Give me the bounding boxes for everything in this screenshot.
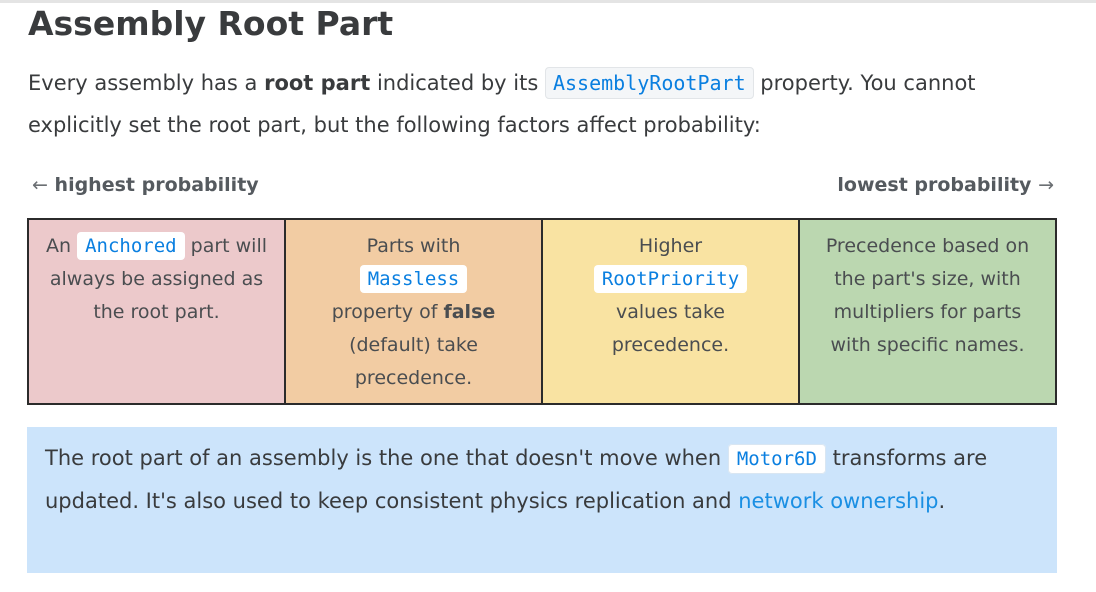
note-text-start: The root part of an assembly is the one …	[45, 446, 728, 470]
note-text-end: .	[938, 489, 946, 513]
card-root-priority-post: values take precedence.	[611, 301, 730, 356]
card-root-priority: Higher RootPriority values take preceden…	[543, 220, 800, 403]
intro-text-end: property. You cannot explicitly set the …	[28, 71, 976, 137]
factor-cards: An Anchored part will always be assigned…	[27, 218, 1057, 405]
intro-text-start: Every assembly has a	[28, 71, 265, 95]
anchored-code: Anchored	[77, 232, 185, 260]
card-massless-pre: Parts with	[366, 235, 461, 257]
massless-code: Massless	[359, 265, 468, 293]
network-ownership-link[interactable]: network ownership	[738, 489, 939, 513]
card-massless-mid: property of	[331, 301, 444, 323]
intro-paragraph: Every assembly has a root part indicated…	[28, 62, 1058, 146]
card-root-priority-pre: Higher	[638, 235, 703, 257]
assembly-root-part-code: AssemblyRootPart	[544, 67, 754, 99]
card-anchored: An Anchored part will always be assigned…	[29, 220, 286, 403]
probability-scale: ← highest probability lowest probability…	[32, 174, 1054, 202]
card-size-precedence-text: Precedence based on the part's size, wit…	[825, 235, 1030, 356]
note-text-mid: transforms are updated. It's also used t…	[45, 446, 988, 513]
left-arrow-icon: ←	[32, 174, 48, 196]
page-title: Assembly Root Part	[28, 4, 394, 43]
intro-text-mid: indicated by its	[370, 71, 545, 95]
root-priority-code: RootPriority	[593, 265, 748, 293]
lowest-probability-label: lowest probability →	[837, 174, 1054, 196]
right-arrow-icon: →	[1038, 174, 1054, 196]
card-massless-post: (default) take precedence.	[349, 334, 478, 389]
top-divider	[0, 0, 1096, 3]
card-massless: Parts with Massless property of false (d…	[286, 220, 543, 403]
highest-probability-label: ← highest probability	[32, 174, 259, 196]
lowest-probability-text: lowest probability	[837, 174, 1032, 196]
highest-probability-text: highest probability	[54, 174, 259, 196]
card-anchored-pre: An	[45, 235, 78, 257]
info-note: The root part of an assembly is the one …	[27, 427, 1057, 573]
card-size-precedence: Precedence based on the part's size, wit…	[800, 220, 1055, 403]
motor6d-code: Motor6D	[727, 444, 826, 474]
card-massless-bold: false	[443, 301, 496, 323]
card-anchored-post: part will always be assigned as the root…	[49, 235, 268, 323]
intro-bold-root-part: root part	[264, 71, 371, 95]
